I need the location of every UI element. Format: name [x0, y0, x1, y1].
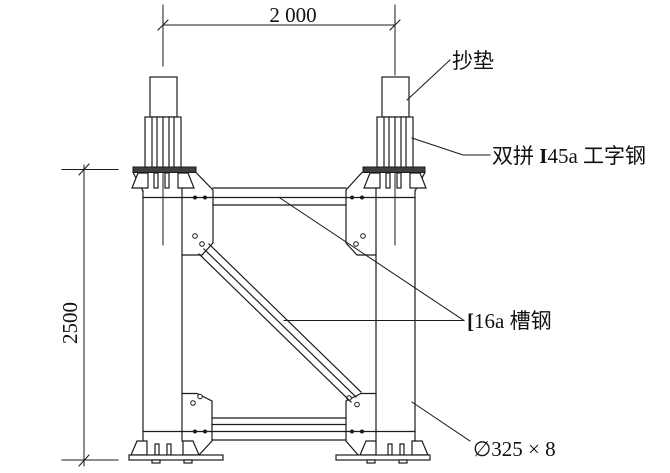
base-stiffener	[359, 440, 377, 456]
dimension-left-height: 2500	[58, 163, 119, 467]
ibeam-label-prefix: 双拼	[492, 144, 539, 168]
channel-label-size: 16a	[474, 309, 505, 333]
callout-ibeam: 双拼 I45a 工字钢	[411, 137, 646, 168]
cap-plate	[132, 166, 197, 173]
gusset-top-right	[345, 171, 377, 256]
callout-pad: 抄垫	[406, 49, 494, 101]
base-tab	[398, 459, 408, 464]
pad-block	[149, 76, 178, 118]
cap-stiffener	[385, 172, 391, 189]
callout-channel: [16a 槽钢	[279, 197, 552, 333]
cap-plate	[362, 166, 426, 173]
ibeam-section-symbol: I	[539, 144, 547, 168]
base-stiffener	[182, 440, 200, 456]
left-column-pipe	[132, 171, 183, 442]
pad-block	[381, 76, 410, 118]
leader-line	[411, 137, 491, 156]
dim-tick	[389, 19, 401, 31]
cap-stiffener	[164, 172, 170, 189]
gusset-top-left	[181, 171, 214, 256]
dim-width-value: 2 000	[269, 3, 316, 27]
base-stiffener	[411, 440, 429, 456]
right-column-base	[335, 440, 431, 464]
dim-tick	[78, 454, 90, 467]
top-beam-channel	[142, 187, 416, 206]
pad-label: 抄垫	[452, 49, 494, 73]
channel-section-symbol: [	[467, 309, 474, 333]
base-plate	[335, 454, 431, 461]
leader-line	[279, 197, 465, 322]
ibeam-label-size: 45a	[547, 144, 578, 168]
cap-stiffener	[153, 172, 159, 189]
callout-pipe: ∅325 × 8	[411, 401, 556, 461]
right-column-cap	[362, 76, 427, 189]
dim-tick	[157, 19, 169, 31]
leader-line	[411, 401, 471, 442]
leader-line	[406, 59, 451, 101]
cap-stiffener	[131, 172, 149, 189]
right-column-pipe	[375, 171, 426, 442]
base-stiffener	[154, 443, 160, 456]
diagonal-brace-channel	[198, 243, 362, 403]
cap-stiffener	[409, 172, 427, 189]
ibeam-label: 双拼 I45a 工字钢	[492, 144, 646, 168]
ibeam-label-suffix: 工字钢	[578, 144, 646, 168]
dimension-top-width: 2 000	[157, 3, 401, 76]
channel-label-suffix: 槽钢	[504, 309, 551, 333]
left-column-cap	[131, 76, 197, 189]
base-stiffener	[166, 443, 172, 456]
base-tab	[183, 459, 193, 464]
cap-stiffener	[177, 172, 195, 189]
cap-stiffener	[363, 172, 381, 189]
base-stiffener	[130, 440, 148, 456]
pipe-label: ∅325 × 8	[473, 437, 556, 461]
base-tab	[151, 459, 161, 464]
bottom-beam-channel	[142, 417, 416, 441]
dim-height-value: 2500	[58, 302, 82, 344]
base-plate	[128, 454, 224, 461]
base-tab	[366, 459, 376, 464]
base-stiffener	[399, 443, 405, 456]
dim-tick	[78, 163, 90, 176]
cap-stiffener	[396, 172, 402, 189]
base-stiffener	[387, 443, 393, 456]
channel-label: [16a 槽钢	[467, 309, 552, 333]
left-column-base	[128, 440, 224, 464]
